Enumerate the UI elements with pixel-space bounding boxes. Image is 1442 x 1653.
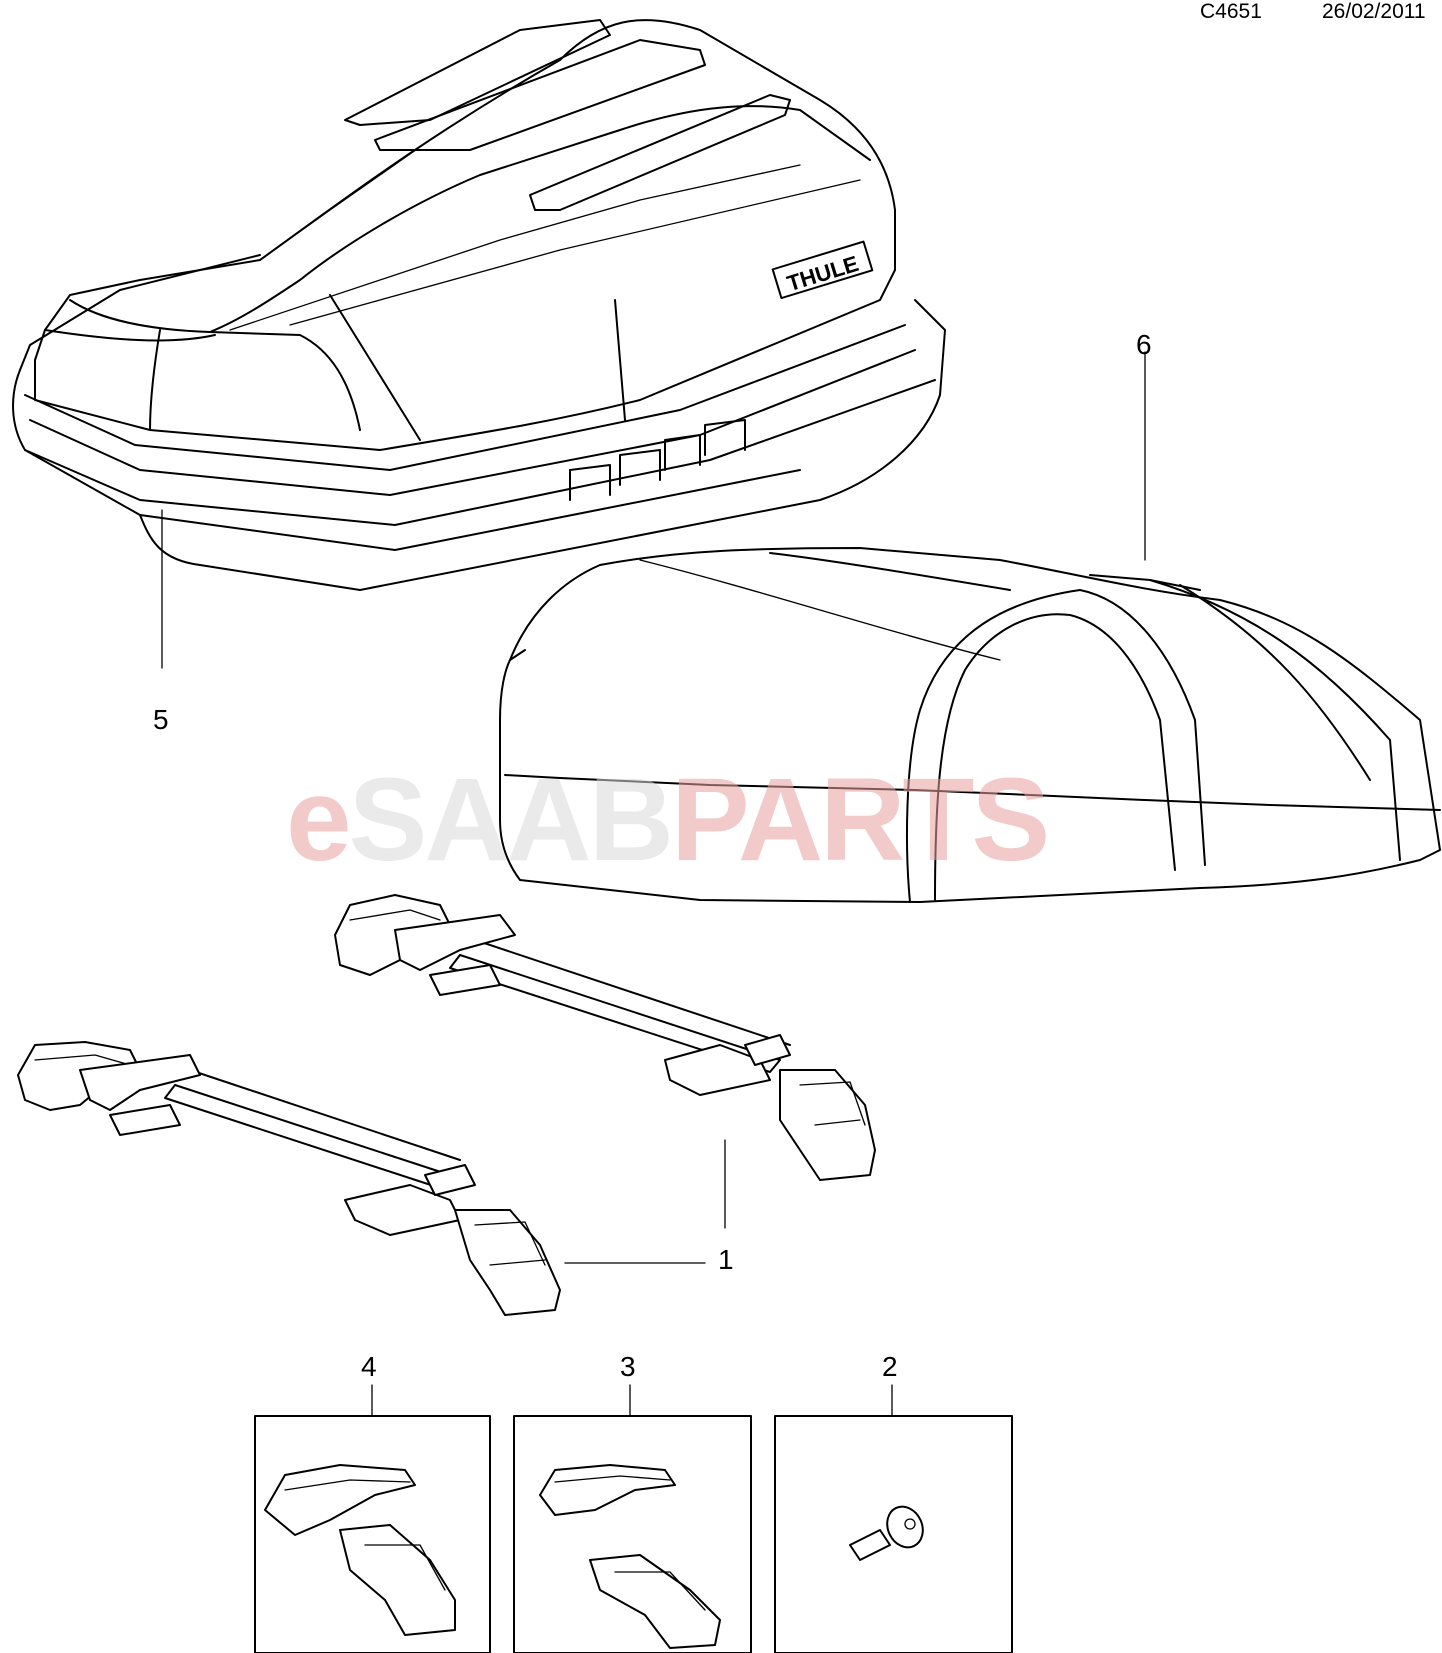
rack-bar-front-drawing <box>17 1041 561 1316</box>
callout-2: 2 <box>882 1351 898 1382</box>
roof-box-drawing: THULE <box>12 19 946 591</box>
lock-bolt-panel <box>774 1384 1013 1653</box>
box-cover-drawing <box>499 547 1441 903</box>
callout-5: 5 <box>153 704 169 735</box>
drawing-date: 26/02/2011 <box>1322 0 1426 23</box>
callout-1: 1 <box>718 1244 734 1275</box>
watermark-e: e <box>286 754 352 886</box>
watermark-parts: PARTS <box>671 754 1050 886</box>
callout-3: 3 <box>620 1351 636 1382</box>
callout-6: 6 <box>1136 329 1152 360</box>
watermark-saab: SAAB <box>348 754 674 886</box>
callout-4: 4 <box>361 1351 377 1382</box>
foot-kit-b-panel <box>513 1384 752 1653</box>
drawing-number: C4651 <box>1200 0 1262 23</box>
thule-logo: THULE <box>771 240 874 300</box>
foot-kit-a-panel <box>254 1384 491 1653</box>
esaabparts-watermark: eSAABPARTS <box>286 754 1050 886</box>
rack-bar-rear-drawing <box>334 894 876 1181</box>
